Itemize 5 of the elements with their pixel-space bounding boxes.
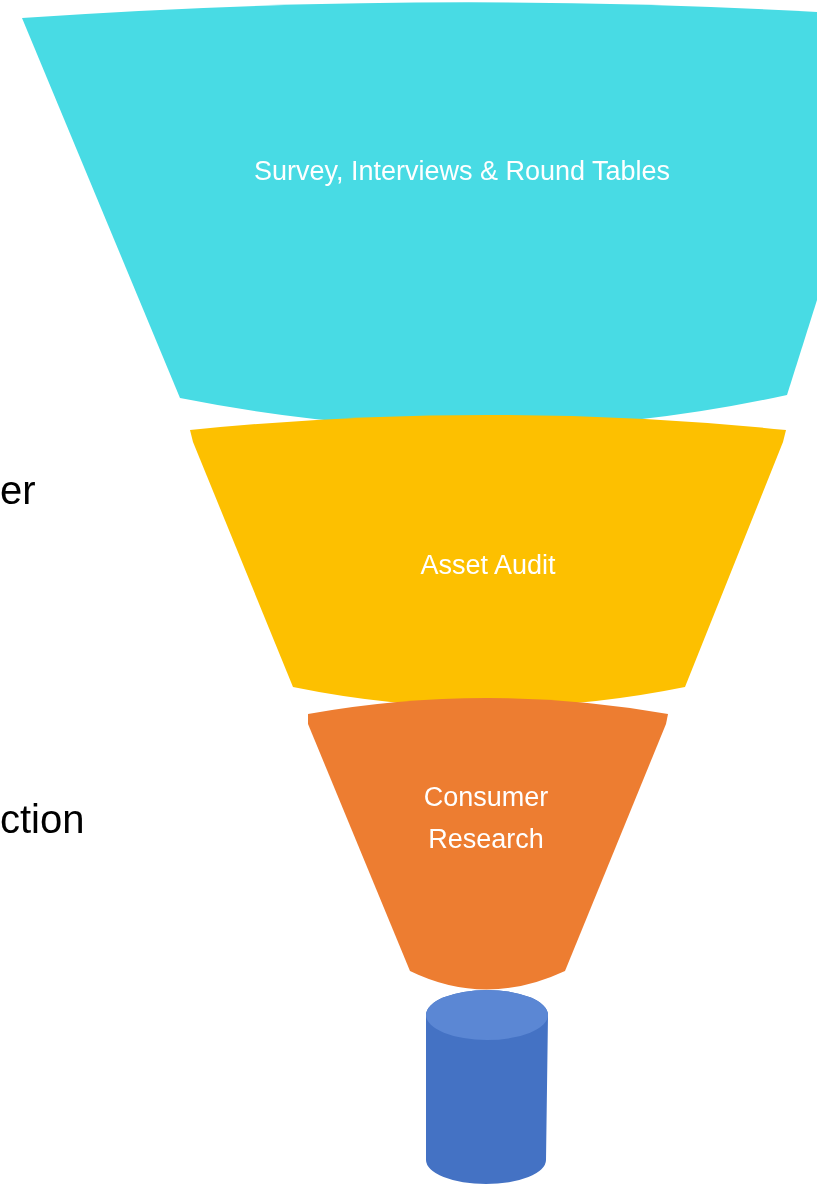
- side-label: ction: [0, 797, 85, 842]
- side-label: er: [0, 468, 36, 513]
- stage-label: Consumer Research: [422, 781, 550, 856]
- stage-label: Survey, Interviews & Round Tables: [252, 155, 672, 188]
- stage-label: Asset Audit: [419, 549, 557, 582]
